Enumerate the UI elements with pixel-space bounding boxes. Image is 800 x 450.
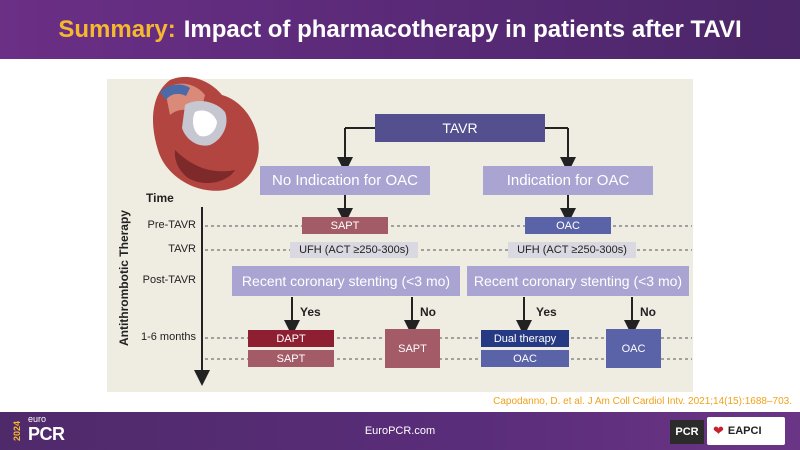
- brand-small: euro: [28, 414, 47, 424]
- right-pre-oac: OAC: [525, 217, 611, 234]
- brand-logo: PCR: [28, 424, 65, 444]
- site-link[interactable]: EuroPCR.com: [364, 425, 436, 437]
- left-post-stenting: Recent coronary stenting (<3 mo): [232, 266, 460, 296]
- title-accent: Summary:: [58, 15, 176, 43]
- title-text: Impact of pharmacotherapy in patients af…: [183, 15, 742, 43]
- right-tavr-ufh: UFH (ACT ≥250-300s): [508, 242, 636, 258]
- left-pre-sapt: SAPT: [302, 217, 388, 234]
- row-label-months: 1-6 months: [140, 331, 196, 343]
- title-banner: [0, 0, 800, 59]
- row-label-pre: Pre-TAVR: [147, 219, 197, 231]
- row-label-post: Post-TAVR: [142, 274, 196, 286]
- heart-illustration: [153, 76, 259, 191]
- footer-year: 2024: [12, 420, 22, 442]
- eapci-text: EAPCI: [727, 425, 762, 437]
- left-no-label: No: [420, 305, 436, 319]
- citation: Capodanno, D. et al. J Am Coll Cardiol I…: [493, 396, 792, 407]
- eapci-logo: ❤ EAPCI: [707, 417, 785, 445]
- left-no-sapt: SAPT: [385, 329, 440, 368]
- left-yes-sapt: SAPT: [248, 350, 334, 367]
- right-no-label: No: [640, 305, 656, 319]
- pcr-logo: PCR: [670, 420, 704, 444]
- left-yes-dapt: DAPT: [248, 330, 334, 347]
- row-label-tavr: TAVR: [168, 243, 196, 255]
- branch-oac: Indication for OAC: [483, 166, 653, 195]
- branch-no-oac: No Indication for OAC: [260, 166, 430, 195]
- footer-year-wrap: 2024: [10, 414, 24, 448]
- slide-title: Summary: Impact of pharmacotherapy in pa…: [0, 0, 800, 59]
- time-label: Time: [146, 191, 174, 205]
- left-yes-label: Yes: [300, 305, 321, 319]
- right-post-stenting: Recent coronary stenting (<3 mo): [467, 266, 689, 296]
- right-yes-oac: OAC: [481, 350, 569, 367]
- right-no-oac: OAC: [606, 329, 661, 368]
- right-yes-dual-therapy: Dual therapy: [481, 330, 569, 347]
- root-tavr-box: TAVR: [375, 114, 545, 142]
- heart-icon: ❤: [713, 423, 724, 438]
- right-yes-label: Yes: [536, 305, 557, 319]
- footer-bar: [0, 412, 800, 450]
- left-tavr-ufh: UFH (ACT ≥250-300s): [290, 242, 418, 258]
